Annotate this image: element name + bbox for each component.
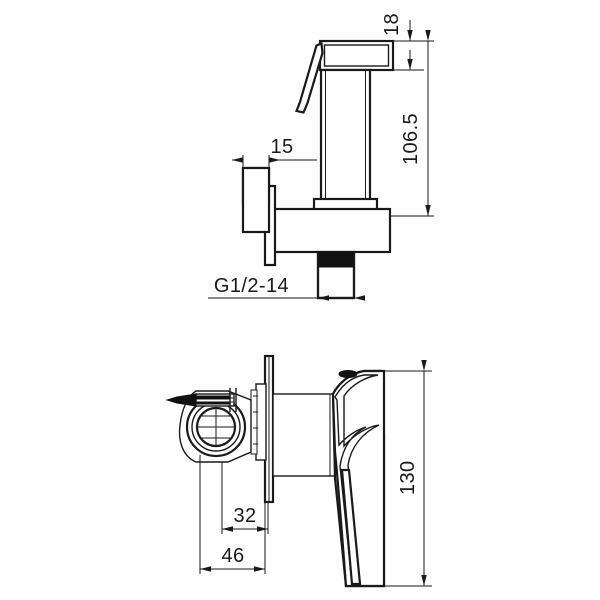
bottom-view-group: 130 32 46 xyxy=(165,354,432,588)
dimension-label-106-5: 106.5 xyxy=(400,113,422,165)
dimension-label-15: 15 xyxy=(270,136,293,158)
dimension-106-5: 106.5 xyxy=(390,30,434,217)
dimension-130: 130 xyxy=(384,360,432,587)
valve-mount-boss xyxy=(250,383,267,461)
trim-sleeve xyxy=(272,393,336,477)
handle-tail xyxy=(340,468,362,586)
dimension-label-46: 46 xyxy=(221,545,244,567)
dimension-label-32: 32 xyxy=(233,505,256,527)
dimension-18: 18 xyxy=(381,13,424,71)
spray-trigger-lever xyxy=(295,41,324,114)
outlet-spigot xyxy=(316,250,356,300)
handle-index-cap xyxy=(338,370,358,378)
spray-head-body xyxy=(318,39,395,72)
wall-inlet-connector xyxy=(241,166,271,234)
callout-thread-g12: G1/2-14 xyxy=(208,275,365,301)
dimension-label-18: 18 xyxy=(381,13,403,36)
cartridge-stem xyxy=(165,388,237,412)
dimension-15: 15 xyxy=(232,136,317,186)
mixer-handle xyxy=(331,369,386,588)
dimension-label-130: 130 xyxy=(397,460,419,495)
valve-cartridge-body xyxy=(178,390,252,463)
dimension-32: 32 xyxy=(221,462,269,534)
spray-handle-shaft xyxy=(319,68,372,204)
callout-label-g12: G1/2-14 xyxy=(214,275,289,297)
dimension-46: 46 xyxy=(199,455,266,574)
wall-outlet-bracket xyxy=(268,207,392,254)
top-view-group: 18 106.5 15 xyxy=(208,13,434,301)
